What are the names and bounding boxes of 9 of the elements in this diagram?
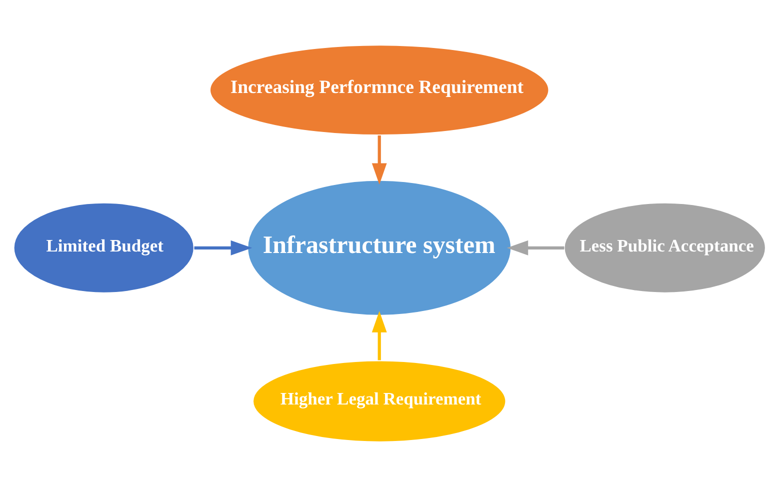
node-ellipse: Limited Budget <box>13 202 195 294</box>
arrow <box>372 310 387 360</box>
arrow <box>506 240 564 255</box>
arrow <box>372 134 387 184</box>
node-ellipse: Increasing Performnce Requirement <box>209 44 550 136</box>
node-ellipse: Higher Legal Requirement <box>252 359 506 442</box>
arrow <box>194 240 252 255</box>
node-ellipse: Infrastructure system <box>246 179 512 316</box>
node-ellipse: Less Public Acceptance <box>564 202 766 294</box>
